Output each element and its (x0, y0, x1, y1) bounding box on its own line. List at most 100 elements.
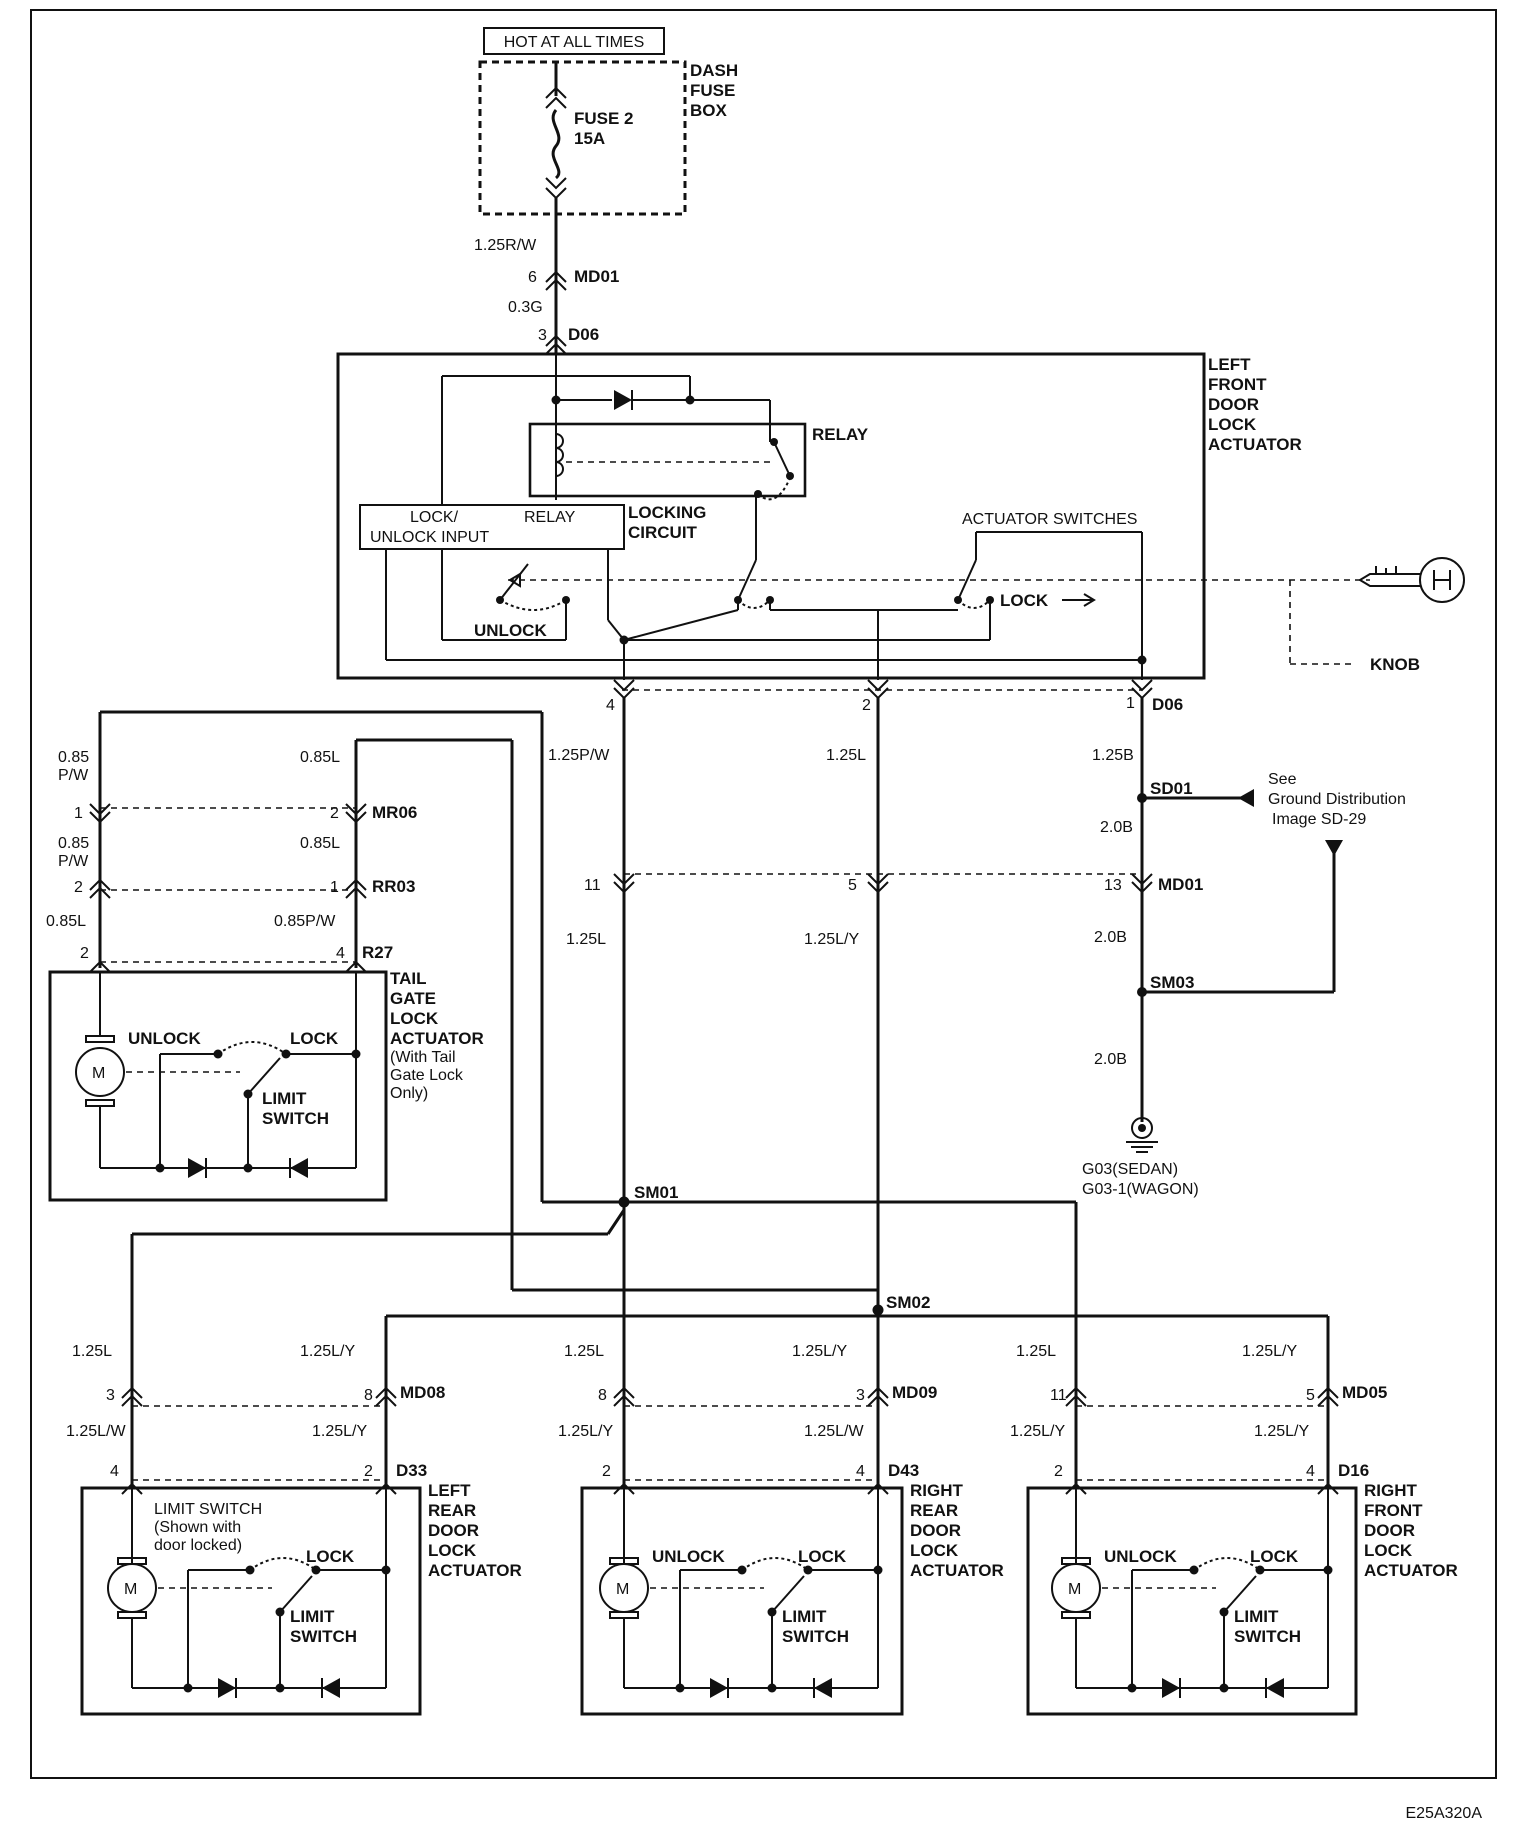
dash-fuse-box (478, 60, 687, 216)
right_front-bus-node-1 (1127, 1683, 1137, 1693)
right_front-label-4: LOCK (1364, 1541, 1413, 1560)
d06-top-pin: 3 (538, 327, 547, 344)
tailgate-lock-label: LOCK (290, 1029, 339, 1048)
tg-wire-085pw-b: 0.85P/W (274, 913, 336, 930)
relay-diode-icon (614, 390, 632, 410)
right_rear-wire-mid-a: 1.25L/Y (558, 1423, 613, 1440)
knob-label: KNOB (1370, 655, 1420, 674)
right_front-conn-b-pin-1: 2 (1054, 1463, 1063, 1480)
left_rear-limit-1: LIMIT (290, 1607, 335, 1626)
r27-pin-2: 2 (80, 945, 89, 962)
sm01-label: SM01 (634, 1183, 678, 1202)
right_front-conn-a-pin-b-icon (1317, 1386, 1339, 1407)
right_rear-label-3: DOOR (910, 1521, 961, 1540)
lock-arrow-icon (1062, 593, 1096, 607)
hot-at-all-times-box (483, 27, 665, 55)
right_rear-wire-mid-b: 1.25L/W (804, 1423, 864, 1440)
fuse-rating: 15A (574, 129, 605, 148)
wire-label-20b-b: 2.0B (1094, 929, 1127, 946)
right_front-wire-top-a: 1.25L (1016, 1343, 1056, 1360)
lock-arrow-label: LOCK (1000, 591, 1049, 610)
md01-mid-pin-5: 5 (848, 877, 857, 894)
r27-pin-4: 4 (336, 945, 345, 962)
r27-name: R27 (362, 943, 393, 962)
wire-label-125l: 1.25L (826, 747, 866, 764)
hot-at-all-times-label: HOT AT ALL TIMES (504, 34, 645, 51)
left_rear-wire-mid-a: 1.25L/W (66, 1423, 126, 1440)
right_front-conn-b-name: D16 (1338, 1461, 1369, 1480)
right_front-limit-blade (1223, 1575, 1257, 1613)
right_front-wire-mid-a: 1.25L/Y (1010, 1423, 1065, 1440)
right_rear-label-1: RIGHT (910, 1481, 964, 1500)
rr03-pin-1: 1 (330, 879, 339, 896)
left_rear-conn-b-pin-1: 4 (110, 1463, 119, 1480)
left_rear-motor-label: M (124, 1581, 137, 1598)
dash-fuse-box-label-2: FUSE (690, 81, 735, 100)
md01-mid-pin-13: 13 (1104, 877, 1122, 894)
d06-top-name: D06 (568, 325, 599, 344)
left_rear-conn-b-pin-b-icon (375, 1482, 397, 1495)
left_rear-switch-arc (249, 1557, 317, 1571)
figure-code: E25A320A (1405, 1805, 1482, 1822)
wire-label-125l-2: 1.25L (566, 931, 606, 948)
fuse-2-icon (545, 62, 567, 214)
wire-label-125ly: 1.25L/Y (804, 931, 859, 948)
actuator-switches-label: ACTUATOR SWITCHES (962, 511, 1137, 528)
right_front-label-5: ACTUATOR (1364, 1561, 1458, 1580)
tailgate-unlock-label: UNLOCK (128, 1029, 201, 1048)
left_rear-label-1: LEFT (428, 1481, 471, 1500)
tg-wire-085l: 0.85L (300, 749, 340, 766)
left_rear-limit-blade (279, 1575, 313, 1613)
left_rear-box (80, 1486, 422, 1716)
right_front-lock-label: LOCK (1250, 1547, 1299, 1566)
tailgate-label-3: LOCK (390, 1009, 439, 1028)
right_front-wire-top-b: 1.25L/Y (1242, 1343, 1297, 1360)
rr03-pin-2: 2 (74, 879, 83, 896)
right_front-label-2: FRONT (1364, 1501, 1423, 1520)
lock-unlock-input-label-2: UNLOCK INPUT (370, 529, 489, 546)
right_rear-bus-node-2 (767, 1683, 777, 1693)
tg-wire-085pw-2: P/W (58, 767, 89, 784)
right_rear-lock-node (873, 1565, 883, 1575)
tg-wire-085l-2: 0.85L (300, 835, 340, 852)
relay-small-label: RELAY (524, 509, 576, 526)
ground-icon (1126, 1117, 1158, 1153)
lf-actuator-label-2: FRONT (1208, 375, 1267, 394)
right_front-label-1: RIGHT (1364, 1481, 1418, 1500)
lf-actuator-label-3: DOOR (1208, 395, 1259, 414)
right_rear-label-2: REAR (910, 1501, 958, 1520)
right_rear-diode-2-icon (814, 1678, 832, 1698)
left_rear-conn-a-pin-b-icon (375, 1386, 397, 1407)
md01-top-name: MD01 (574, 267, 619, 286)
ground-note-2: Ground Distribution (1268, 791, 1406, 808)
right_rear-diode-1-icon (710, 1678, 728, 1698)
ground-ref-arrow-icon (1238, 789, 1254, 807)
right_front-conn-a-pin-2: 5 (1306, 1387, 1315, 1404)
right_front-conn-a-pin-1: 11 (1050, 1387, 1067, 1404)
md01-mid-pin-11: 11 (584, 877, 601, 894)
wire-label-125b: 1.25B (1092, 747, 1134, 764)
tg-wire-085l-b: 0.85L (46, 913, 86, 930)
right_front-box (1026, 1486, 1358, 1716)
tailgate-motor-icon (75, 1047, 125, 1097)
tailgate-limit-1: LIMIT (262, 1089, 307, 1108)
left_rear-label-4: LOCK (428, 1541, 477, 1560)
sm03-label: SM03 (1150, 973, 1194, 992)
dash-fuse-box-label: DASH (690, 61, 738, 80)
right_rear-motor-cap-bottom (609, 1611, 639, 1619)
left_rear-wire-top-b: 1.25L/Y (300, 1343, 355, 1360)
left_rear-diode-2-icon (322, 1678, 340, 1698)
right_front-diode-1-icon (1162, 1678, 1180, 1698)
tailgate-diode-2-icon (290, 1158, 308, 1178)
mr06-pin-1: 1 (74, 805, 83, 822)
left-rear-limit-note-1: LIMIT SWITCH (154, 1501, 262, 1518)
left_rear-lock-label: LOCK (306, 1547, 355, 1566)
right_front-lock-node (1323, 1565, 1333, 1575)
right_rear-box (580, 1486, 904, 1716)
right_front-conn-a-pin-a-icon (1065, 1386, 1087, 1407)
diagram-frame (30, 9, 1497, 1779)
right_rear-unlock-label: UNLOCK (652, 1547, 725, 1566)
left_rear-wire-top-a: 1.25L (72, 1343, 112, 1360)
right_rear-limit-1: LIMIT (782, 1607, 827, 1626)
